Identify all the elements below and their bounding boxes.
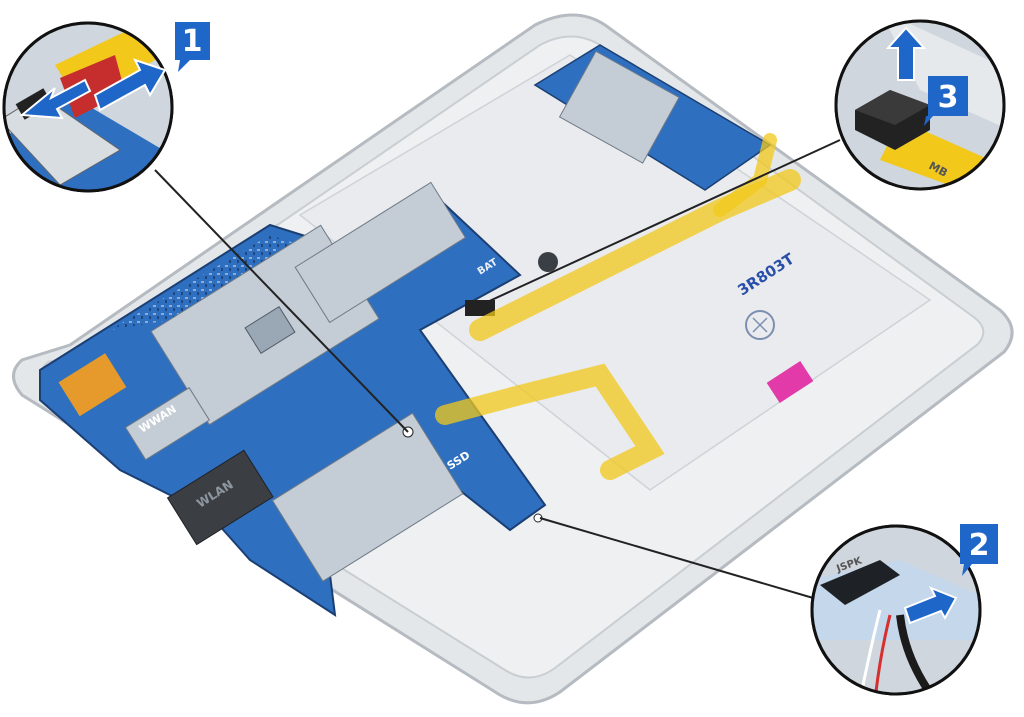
wlan-card — [166, 449, 274, 546]
step-badge-2: 2 — [960, 524, 998, 576]
loupe-speaker-connector: JSPK — [810, 524, 982, 696]
loupe-battery-connector: MB — [834, 19, 1006, 191]
wifi-shield — [294, 181, 467, 324]
battery-circle-mark — [745, 310, 775, 340]
ssd-card — [271, 412, 464, 582]
loupe-flex-connector — [2, 21, 174, 193]
leader-line-2 — [539, 517, 821, 601]
push-arrow-icon — [19, 58, 167, 120]
leader-line-3 — [484, 139, 841, 304]
magenta-tape — [766, 361, 814, 403]
step-number-2: 2 — [969, 528, 990, 563]
step-badge-3: 3 — [924, 76, 968, 126]
io-shield-can — [558, 50, 680, 164]
wwan-card — [124, 387, 210, 461]
lift-arrow-icon — [885, 26, 927, 81]
pull-arrow-icon — [903, 586, 958, 625]
tape-orange — [58, 353, 127, 417]
step-badge-1: 1 — [175, 22, 210, 72]
leader-line-1 — [154, 169, 409, 433]
motherboard: WWAN WLAN SSD BAT — [39, 181, 547, 618]
cpu-die — [244, 305, 296, 355]
step-number-1: 1 — [182, 24, 203, 59]
leader-lines — [154, 139, 841, 601]
step-number-3: 3 — [938, 80, 959, 115]
yellow-flex-cable — [435, 133, 801, 480]
battery-connector-socket — [465, 300, 495, 316]
battery-screw-hole — [538, 252, 558, 272]
